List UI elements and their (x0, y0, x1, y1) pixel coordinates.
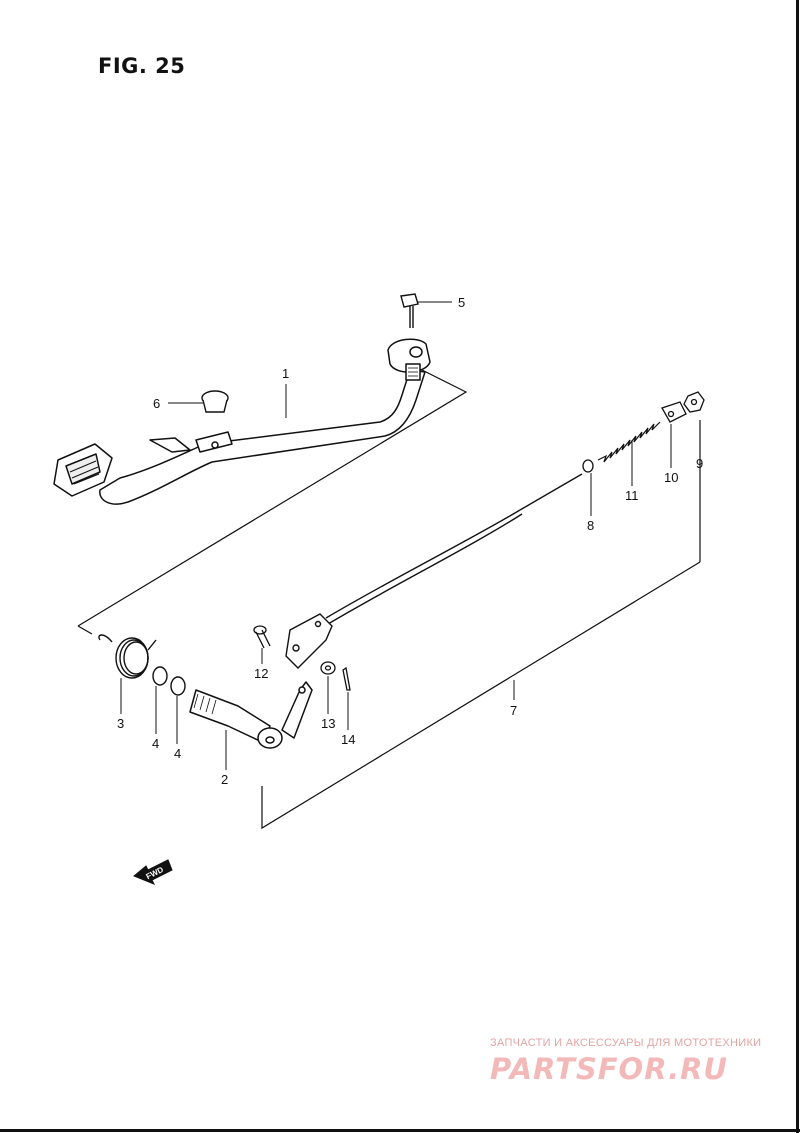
nut-9 (683, 391, 705, 413)
callout-2: 2 (221, 772, 228, 787)
watermark-tagline: ЗАПЧАСТИ И АКСЕССУАРЫ ДЛЯ МОТОТЕХНИКИ (490, 1037, 762, 1049)
washer-13 (320, 661, 336, 675)
bolt-5 (400, 293, 419, 328)
spring-11 (597, 421, 661, 463)
callout-3: 3 (117, 716, 124, 731)
callout-13: 13 (321, 716, 335, 731)
callout-9: 9 (696, 456, 703, 471)
pin-12 (253, 625, 271, 649)
callout-8: 8 (587, 518, 594, 533)
callout-10: 10 (664, 470, 678, 485)
assembly-outline-7 (261, 420, 701, 830)
washer-8 (582, 459, 594, 473)
callout-5: 5 (458, 295, 465, 310)
callout-4a: 4 (152, 736, 159, 751)
return-spring-3 (98, 634, 157, 679)
callout-11: 11 (625, 488, 639, 503)
callout-7: 7 (510, 703, 517, 718)
leader-lines (120, 301, 672, 770)
watermark-brand: PARTSFOR.RU (490, 1052, 728, 1086)
frame-border-bottom (0, 1129, 800, 1132)
callout-4b: 4 (174, 746, 181, 761)
callout-6: 6 (153, 396, 160, 411)
cotter-pin-14 (342, 666, 351, 691)
callout-1: 1 (282, 366, 289, 381)
brake-rod-7 (285, 473, 583, 669)
brake-pedal (53, 338, 431, 505)
washer-4b (170, 676, 186, 696)
frame-border-right (796, 0, 799, 1133)
joint-10 (661, 401, 687, 423)
callout-12: 12 (254, 666, 268, 681)
assembly-outline-1 (77, 368, 468, 635)
stopper-6 (201, 390, 229, 413)
figure-title: FIG. 25 (98, 54, 186, 78)
washer-4a (152, 666, 168, 686)
callout-14: 14 (341, 732, 355, 747)
brake-shaft-2 (189, 681, 313, 749)
fwd-arrow-icon: FWD (133, 859, 173, 885)
